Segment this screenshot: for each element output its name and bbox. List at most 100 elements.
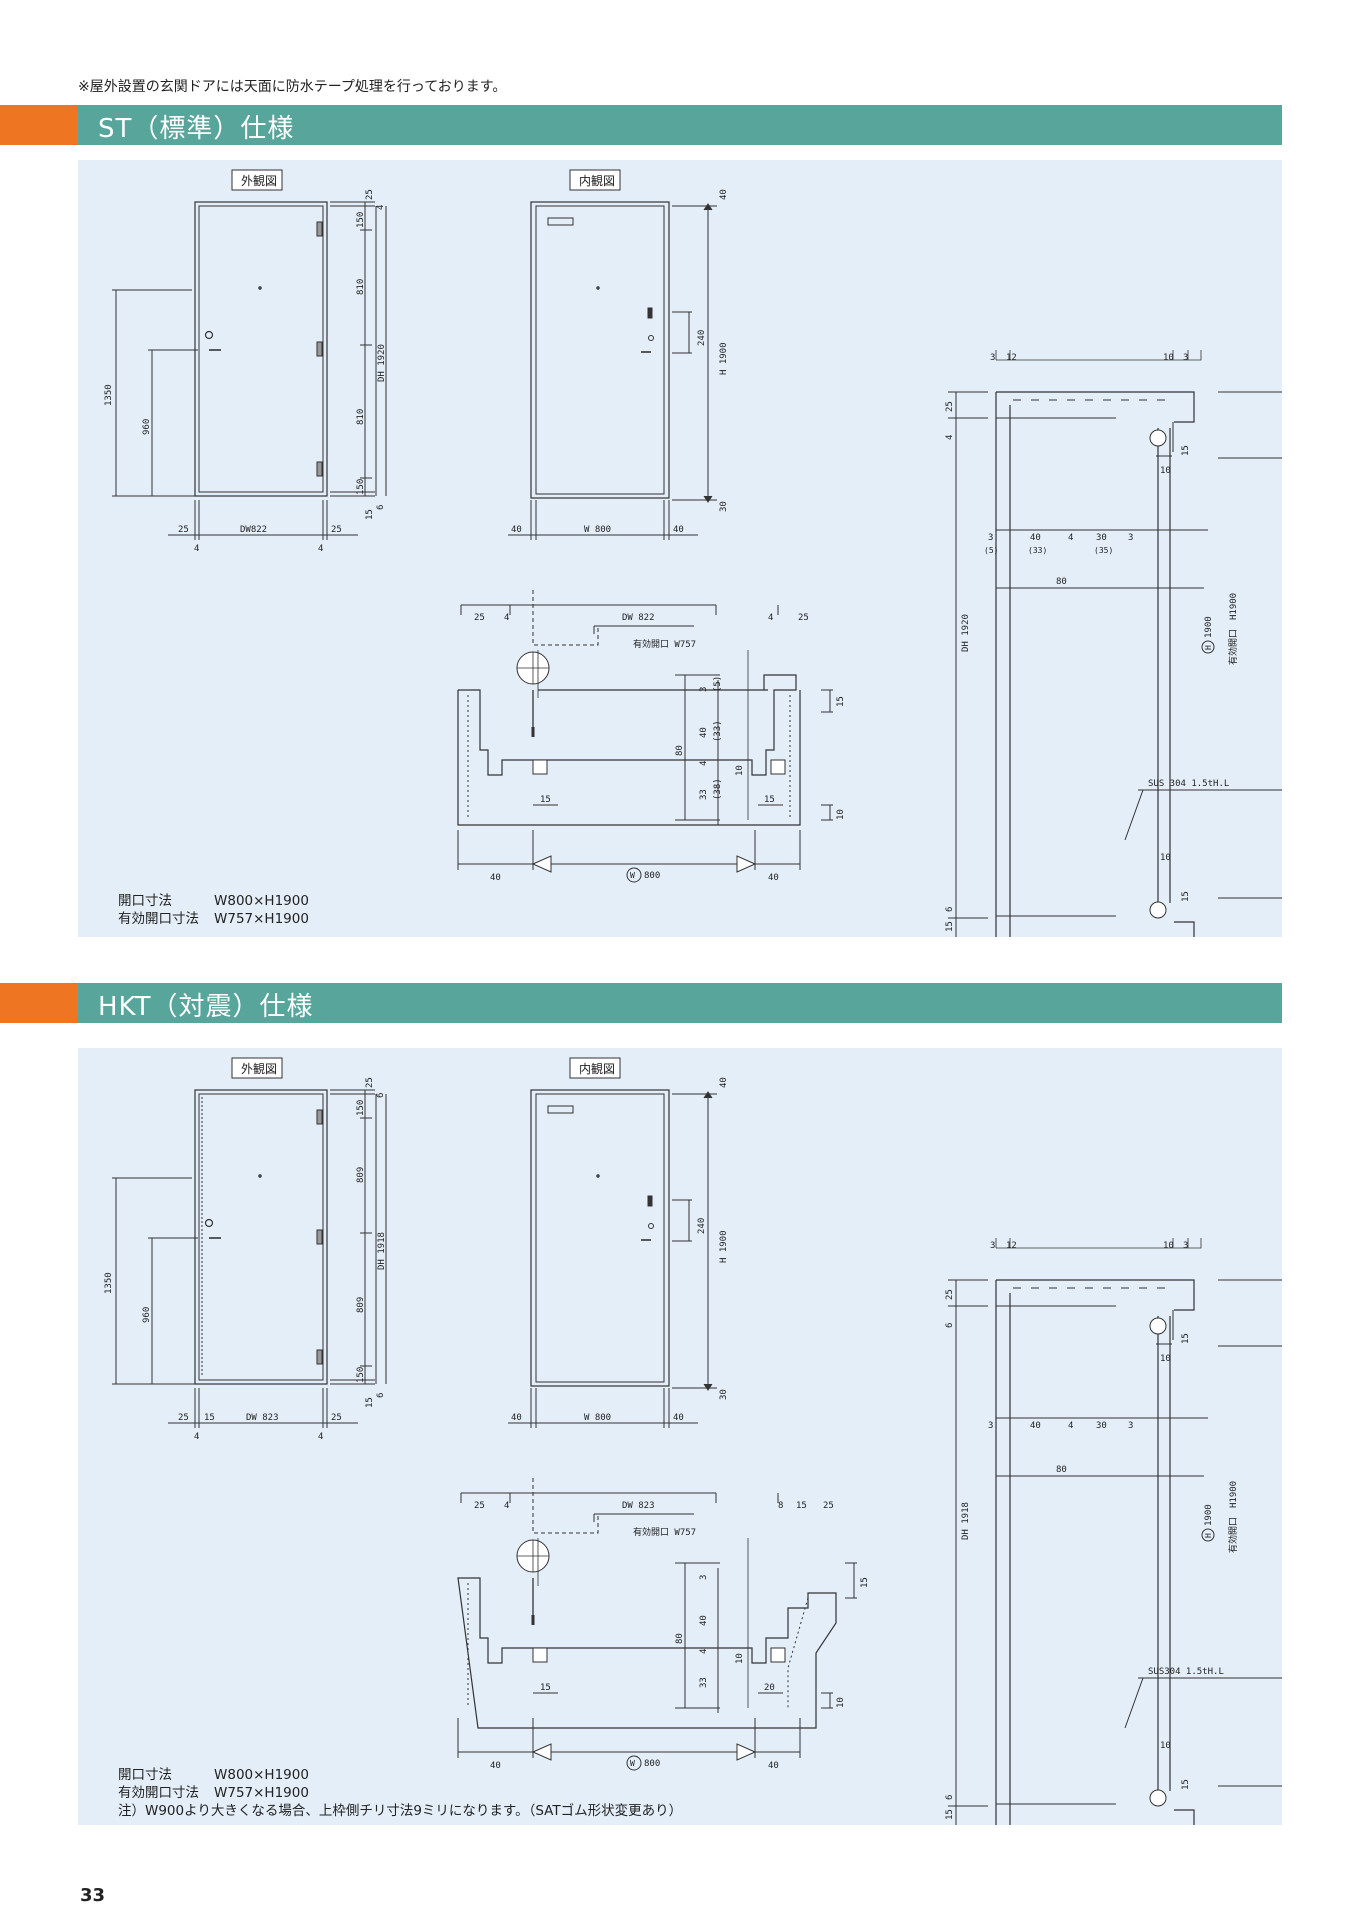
svg-text:DW 823: DW 823	[246, 1413, 279, 1423]
interior-label: 内観図	[579, 1062, 615, 1076]
svg-text:40: 40	[768, 1761, 779, 1771]
interior-door-frame	[530, 201, 670, 499]
svg-text:4: 4	[504, 613, 509, 623]
cylinder-icon	[648, 335, 654, 341]
svg-text:15: 15	[1181, 445, 1191, 456]
section-accent	[0, 105, 78, 145]
svg-text:25: 25	[945, 401, 955, 412]
svg-text:10: 10	[836, 1697, 846, 1708]
svg-text:25: 25	[178, 525, 189, 535]
svg-text:W: W	[630, 1759, 635, 1768]
svg-text:15: 15	[540, 1683, 551, 1693]
viewer-icon	[596, 1174, 600, 1178]
svg-text:H: H	[1204, 1533, 1213, 1538]
svg-text:40: 40	[490, 873, 501, 883]
waterproof-note: ※屋外設置の玄関ドアには天面に防水テープ処理を行っております。	[78, 79, 507, 95]
svg-text:40: 40	[673, 1413, 684, 1423]
svg-text:有効開口 W757: 有効開口 W757	[633, 638, 696, 650]
gasket-icon	[1149, 1789, 1167, 1807]
svg-text:150: 150	[356, 1100, 366, 1116]
svg-text:15: 15	[1181, 1333, 1191, 1344]
gasket-icon	[1149, 1317, 1167, 1335]
drawing-panel-hkt: 外観図 25 6 150 809 DH 1918 809 150 15 6 13…	[78, 1048, 1282, 1825]
gasket-icon	[1149, 429, 1167, 447]
svg-text:W 800: W 800	[584, 525, 611, 535]
w-mark-icon	[626, 867, 642, 883]
svg-text:25: 25	[365, 1077, 375, 1088]
svg-text:15: 15	[836, 696, 846, 707]
svg-text:810: 810	[356, 409, 366, 425]
svg-text:3: 3	[988, 533, 993, 543]
svg-text:240: 240	[697, 1218, 707, 1234]
gasket-icon	[532, 759, 548, 775]
technical-drawing-hkt: 外観図 25 6 150 809 DH 1918 809 150 15 6 13…	[104, 1057, 1282, 1825]
svg-text:25: 25	[798, 613, 809, 623]
spec-note: 注）W900より大きくなる場合、上枠側チリ寸法9ミリになります。（SATゴム形状…	[118, 1803, 683, 1819]
svg-text:DH 1918: DH 1918	[377, 1232, 387, 1270]
svg-text:6: 6	[376, 1393, 386, 1398]
svg-text:(35): (35)	[1094, 546, 1113, 555]
section-band	[78, 983, 1282, 1023]
svg-text:W: W	[630, 871, 635, 880]
svg-text:40: 40	[719, 1077, 729, 1088]
exterior-door-frame	[194, 201, 328, 497]
page-number: 33	[80, 1885, 106, 1906]
thumbturn-icon	[647, 1195, 653, 1207]
svg-text:4: 4	[318, 1432, 323, 1442]
svg-text:33: 33	[699, 1677, 709, 1688]
svg-text:25: 25	[823, 1501, 834, 1511]
svg-text:25: 25	[474, 613, 485, 623]
svg-text:10: 10	[735, 765, 745, 776]
interior-label-box	[569, 1057, 621, 1079]
svg-text:40: 40	[673, 525, 684, 535]
svg-text:15: 15	[1181, 1779, 1191, 1790]
svg-text:SUS 304 1.5tH.L: SUS 304 1.5tH.L	[1148, 779, 1229, 789]
svg-text:25: 25	[331, 1413, 342, 1423]
gasket-icon	[1149, 901, 1167, 919]
exterior-label: 外観図	[241, 1062, 277, 1076]
svg-text:15: 15	[1181, 891, 1191, 902]
svg-text:800: 800	[644, 1759, 660, 1769]
svg-text:30: 30	[1096, 533, 1107, 543]
svg-text:40: 40	[511, 1413, 522, 1423]
svg-text:809: 809	[356, 1297, 366, 1313]
svg-text:15: 15	[540, 795, 551, 805]
svg-text:40: 40	[699, 727, 709, 738]
svg-text:8: 8	[778, 1501, 783, 1511]
interior-label-box	[569, 169, 621, 191]
svg-text:150: 150	[356, 479, 366, 495]
svg-text:810: 810	[356, 279, 366, 295]
hinge-icon	[316, 1349, 323, 1365]
svg-text:3: 3	[1183, 353, 1188, 363]
svg-text:DH 1920: DH 1920	[961, 614, 971, 652]
svg-text:6: 6	[376, 1093, 386, 1098]
svg-text:240: 240	[697, 330, 707, 346]
svg-text:有効開口 W757: 有効開口 W757	[633, 1526, 696, 1538]
svg-text:960: 960	[142, 1307, 152, 1323]
svg-text:3: 3	[990, 1241, 995, 1251]
svg-text:10: 10	[1163, 353, 1174, 363]
svg-text:15: 15	[945, 921, 955, 932]
viewer-icon	[258, 1174, 262, 1178]
hinge-icon	[316, 1229, 323, 1245]
svg-text:30: 30	[719, 1389, 729, 1400]
hinge-icon	[316, 1109, 323, 1125]
exterior-door-leaf	[198, 1093, 324, 1381]
svg-text:H 1900: H 1900	[719, 342, 729, 375]
svg-text:809: 809	[356, 1167, 366, 1183]
svg-text:1900: 1900	[1204, 1504, 1214, 1526]
svg-text:3: 3	[699, 1575, 709, 1580]
svg-text:1350: 1350	[104, 384, 114, 406]
svg-text:4: 4	[194, 544, 199, 554]
svg-text:6: 6	[945, 907, 955, 912]
svg-text:1350: 1350	[104, 1272, 114, 1294]
svg-text:80: 80	[1056, 577, 1067, 587]
svg-text:H 1900: H 1900	[719, 1230, 729, 1263]
mail-slot-icon	[547, 217, 574, 226]
svg-text:25: 25	[331, 525, 342, 535]
section-title: HKT（対震）仕様	[98, 992, 314, 1022]
svg-text:4: 4	[504, 1501, 509, 1511]
svg-text:4: 4	[1068, 533, 1073, 543]
interior-label: 内観図	[579, 174, 615, 188]
hinge-icon	[316, 341, 323, 357]
